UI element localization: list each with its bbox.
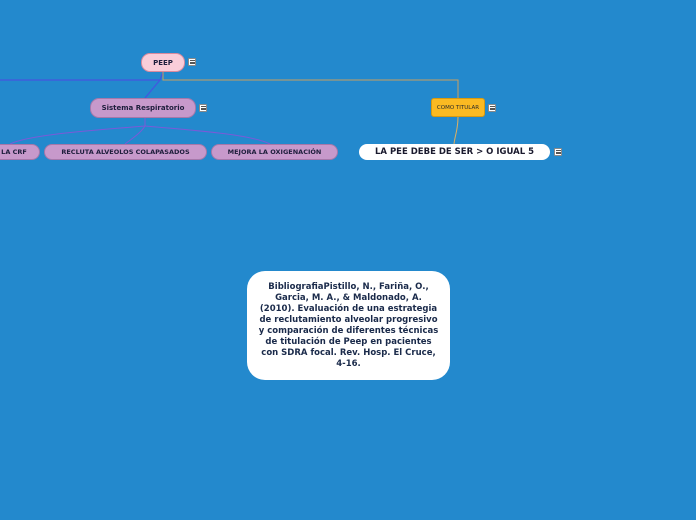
link-sistema-crf: [9, 118, 146, 145]
note-icon[interactable]: [554, 148, 562, 156]
node-mejora-oxigenacion[interactable]: MEJORA LA OXIGENACIÓN: [211, 144, 338, 160]
node-sistema-respiratorio[interactable]: Sistema Respiratorio: [90, 98, 196, 118]
node-como-titular[interactable]: COMO TITULAR: [431, 98, 485, 117]
node-peep[interactable]: PEEP: [141, 53, 185, 72]
node-pee-debe-de-ser[interactable]: LA PEE DEBE DE SER > O IGUAL 5: [359, 144, 550, 160]
node-bibliografia[interactable]: BibliografiaPistillo, N., Fariña, O., Ga…: [247, 271, 450, 380]
link-sistema-mejora: [144, 125, 271, 145]
link-sistema-recluta: [124, 125, 146, 145]
link-peep-sistema: [144, 79, 161, 99]
note-icon[interactable]: [488, 104, 496, 112]
node-recluta-alveolos[interactable]: RECLUTA ALVEOLOS COLAPASADOS: [44, 144, 207, 160]
link-root-peep: [0, 71, 164, 81]
note-icon[interactable]: [188, 58, 196, 66]
note-icon[interactable]: [199, 104, 207, 112]
link-peep-titular: [162, 72, 459, 98]
node-la-crf[interactable]: LA CRF: [0, 144, 40, 160]
link-titular-pee: [453, 116, 459, 145]
